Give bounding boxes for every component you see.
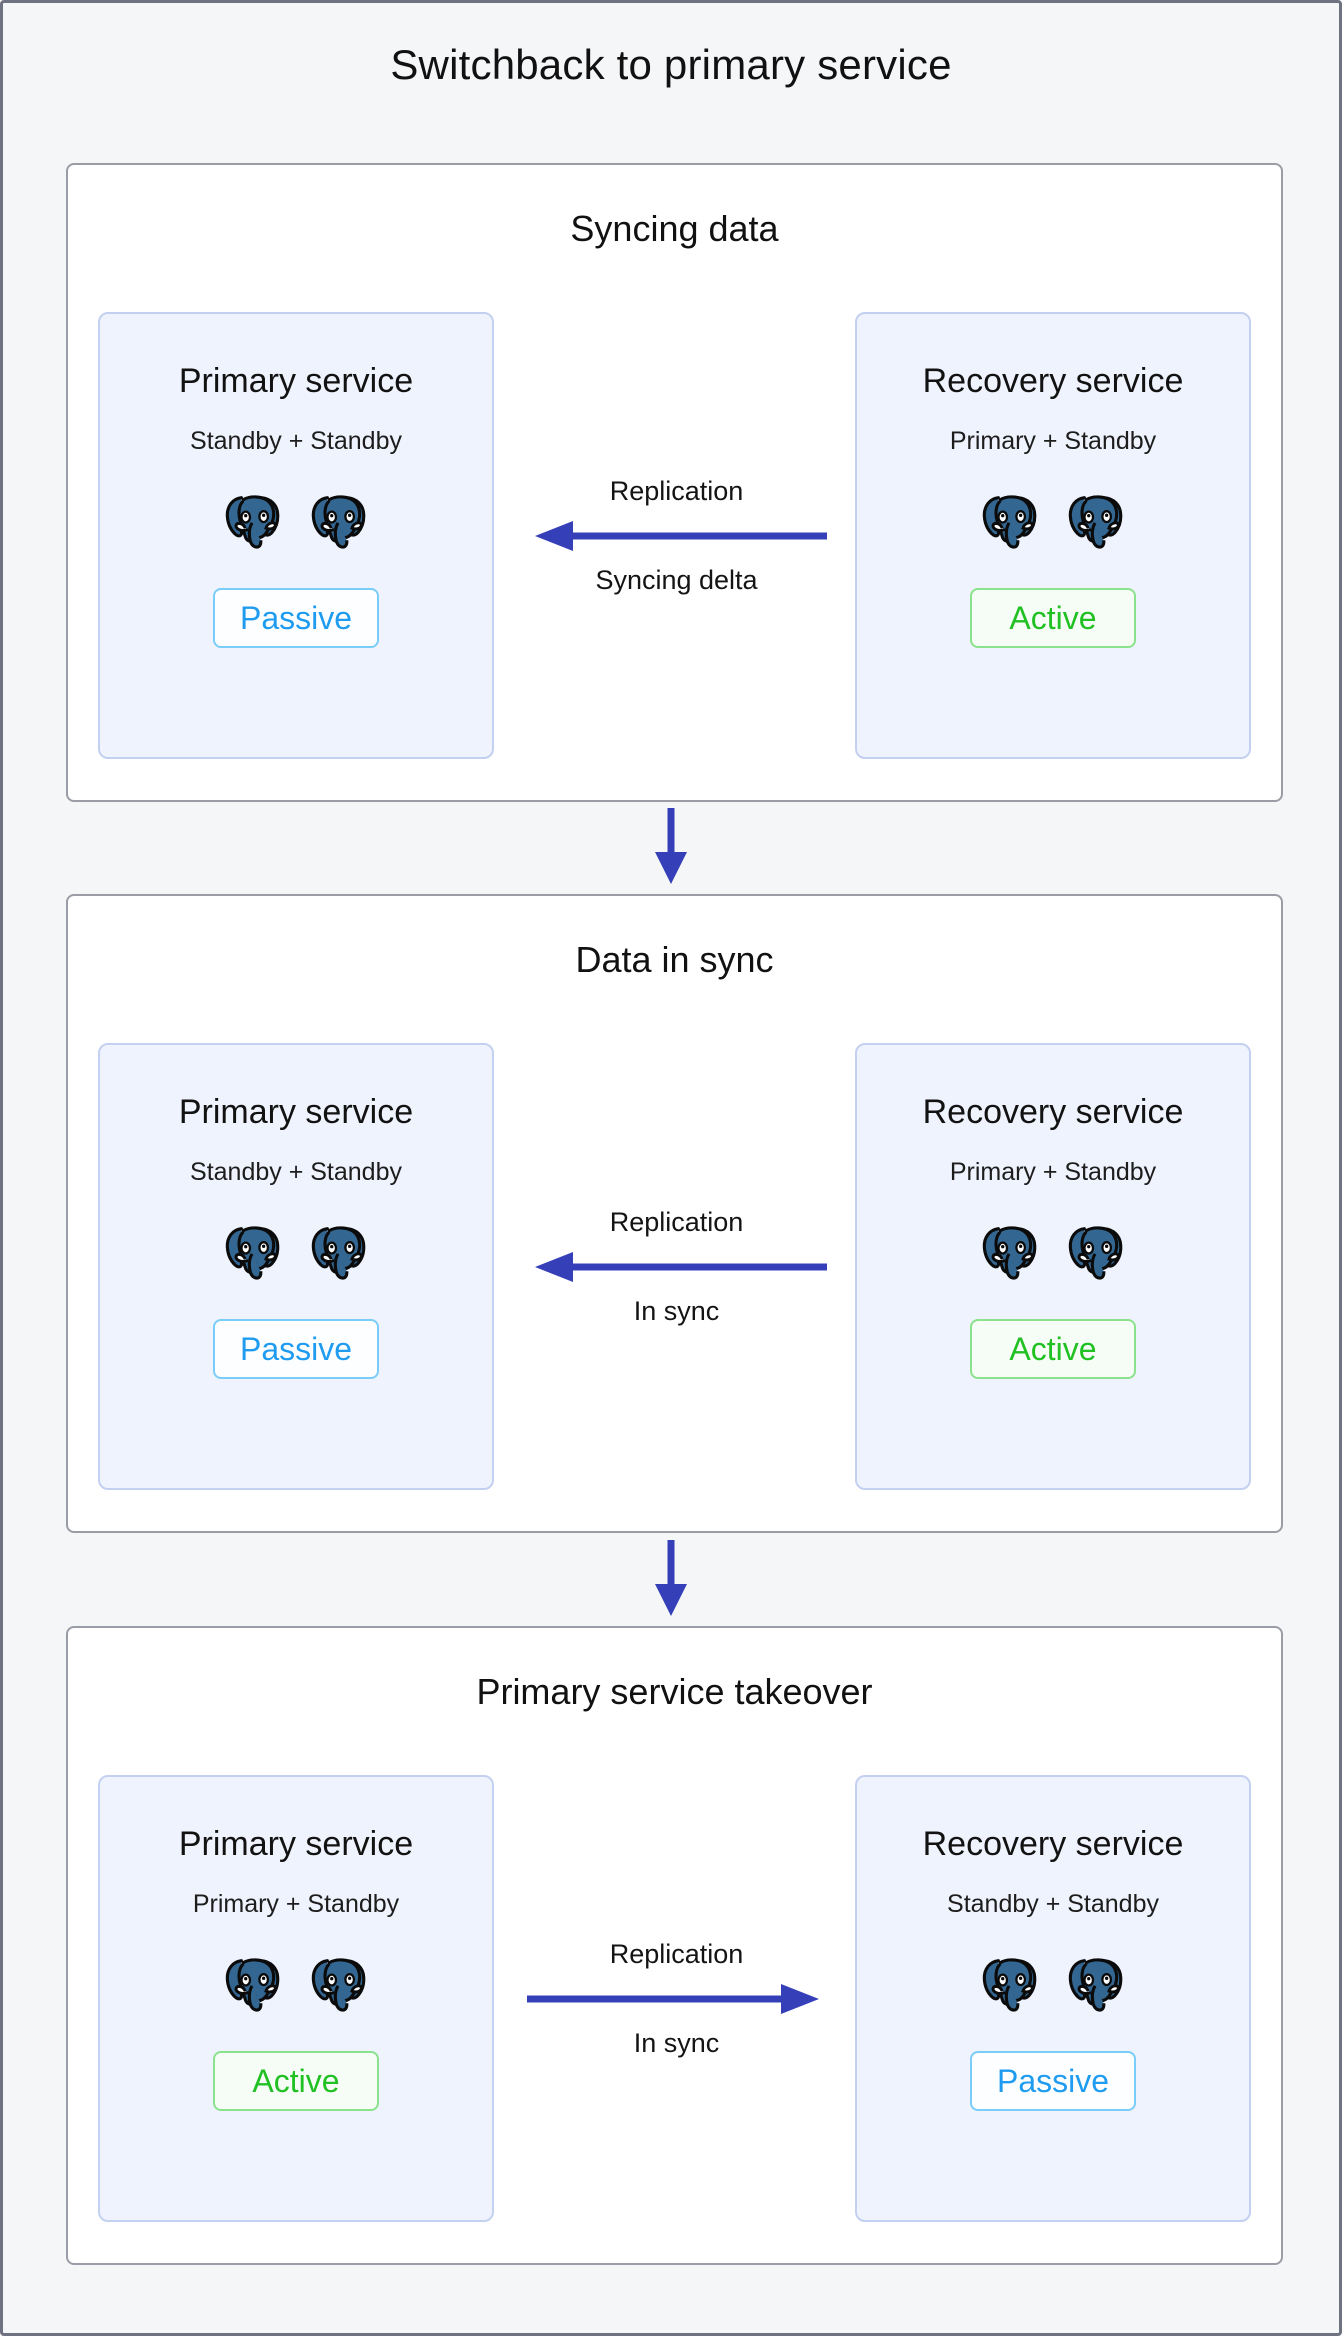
postgres-elephant-icon — [222, 488, 284, 550]
service-role: Standby + Standby — [947, 1890, 1159, 1918]
service-card-primary[interactable]: Primary service Standby + Standby Passiv… — [98, 312, 494, 759]
service-role: Standby + Standby — [190, 427, 402, 455]
status-badge: Passive — [213, 588, 379, 648]
replication-link: Replication In sync — [494, 1775, 859, 2222]
service-card-primary[interactable]: Primary service Standby + Standby Passiv… — [98, 1043, 494, 1490]
node-row — [222, 1951, 370, 2013]
node-row — [222, 1219, 370, 1281]
replication-link: Replication Syncing delta — [494, 312, 859, 759]
service-card-primary[interactable]: Primary service Primary + Standby Active — [98, 1775, 494, 2222]
service-role: Primary + Standby — [192, 1890, 400, 1918]
replication-status-label: In sync — [633, 2027, 720, 2058]
diagram-title: Switchback to primary service — [390, 41, 952, 88]
stage-title: Data in sync — [575, 939, 774, 980]
service-role: Standby + Standby — [190, 1158, 402, 1186]
postgres-elephant-icon — [222, 1951, 284, 2013]
service-name: Primary service — [178, 1825, 414, 1863]
replication-status-label: Syncing delta — [595, 564, 758, 595]
service-name: Recovery service — [922, 362, 1184, 400]
postgres-elephant-icon — [308, 1219, 370, 1281]
stage-title: Syncing data — [570, 208, 779, 249]
postgres-elephant-icon — [979, 1219, 1041, 1281]
replication-link: Replication In sync — [494, 1043, 859, 1490]
arrow-right-icon — [526, 1983, 819, 2014]
stage-title: Primary service takeover — [476, 1671, 873, 1712]
arrow-left-icon — [534, 1251, 827, 1282]
postgres-elephant-icon — [222, 1219, 284, 1281]
service-name: Primary service — [178, 1093, 414, 1131]
service-name: Recovery service — [922, 1093, 1184, 1131]
node-row — [979, 488, 1127, 550]
node-row — [979, 1951, 1127, 2013]
service-name: Primary service — [178, 362, 414, 400]
node-row — [979, 1219, 1127, 1281]
status-badge: Active — [970, 588, 1136, 648]
stage-panel-syncing-data: Syncing data Primary service Standby + S… — [66, 163, 1283, 802]
postgres-elephant-icon — [308, 488, 370, 550]
service-role: Primary + Standby — [949, 1158, 1157, 1186]
service-card-recovery[interactable]: Recovery service Standby + Standby Passi… — [855, 1775, 1251, 2222]
postgres-elephant-icon — [979, 488, 1041, 550]
down-arrow-icon — [655, 808, 687, 884]
status-badge: Passive — [970, 2051, 1136, 2111]
service-card-recovery[interactable]: Recovery service Primary + Standby Activ… — [855, 312, 1251, 759]
replication-label: Replication — [609, 475, 744, 506]
postgres-elephant-icon — [1065, 488, 1127, 550]
service-card-recovery[interactable]: Recovery service Primary + Standby Activ… — [855, 1043, 1251, 1490]
replication-label: Replication — [609, 1206, 744, 1237]
stage-panel-data-in-sync: Data in sync Primary service Standby + S… — [66, 894, 1283, 1533]
postgres-elephant-icon — [308, 1951, 370, 2013]
replication-status-label: In sync — [633, 1295, 720, 1326]
service-role: Primary + Standby — [949, 427, 1157, 455]
down-arrow-icon — [655, 1540, 687, 1616]
status-badge: Active — [970, 1319, 1136, 1379]
postgres-elephant-icon — [979, 1951, 1041, 2013]
status-badge: Passive — [213, 1319, 379, 1379]
status-badge: Active — [213, 2051, 379, 2111]
service-name: Recovery service — [922, 1825, 1184, 1863]
replication-label: Replication — [609, 1938, 744, 1969]
postgres-elephant-icon — [1065, 1219, 1127, 1281]
arrow-left-icon — [534, 520, 827, 551]
node-row — [222, 488, 370, 550]
stage-panel-primary-takeover: Primary service takeover Primary service… — [66, 1626, 1283, 2265]
postgres-elephant-icon — [1065, 1951, 1127, 2013]
